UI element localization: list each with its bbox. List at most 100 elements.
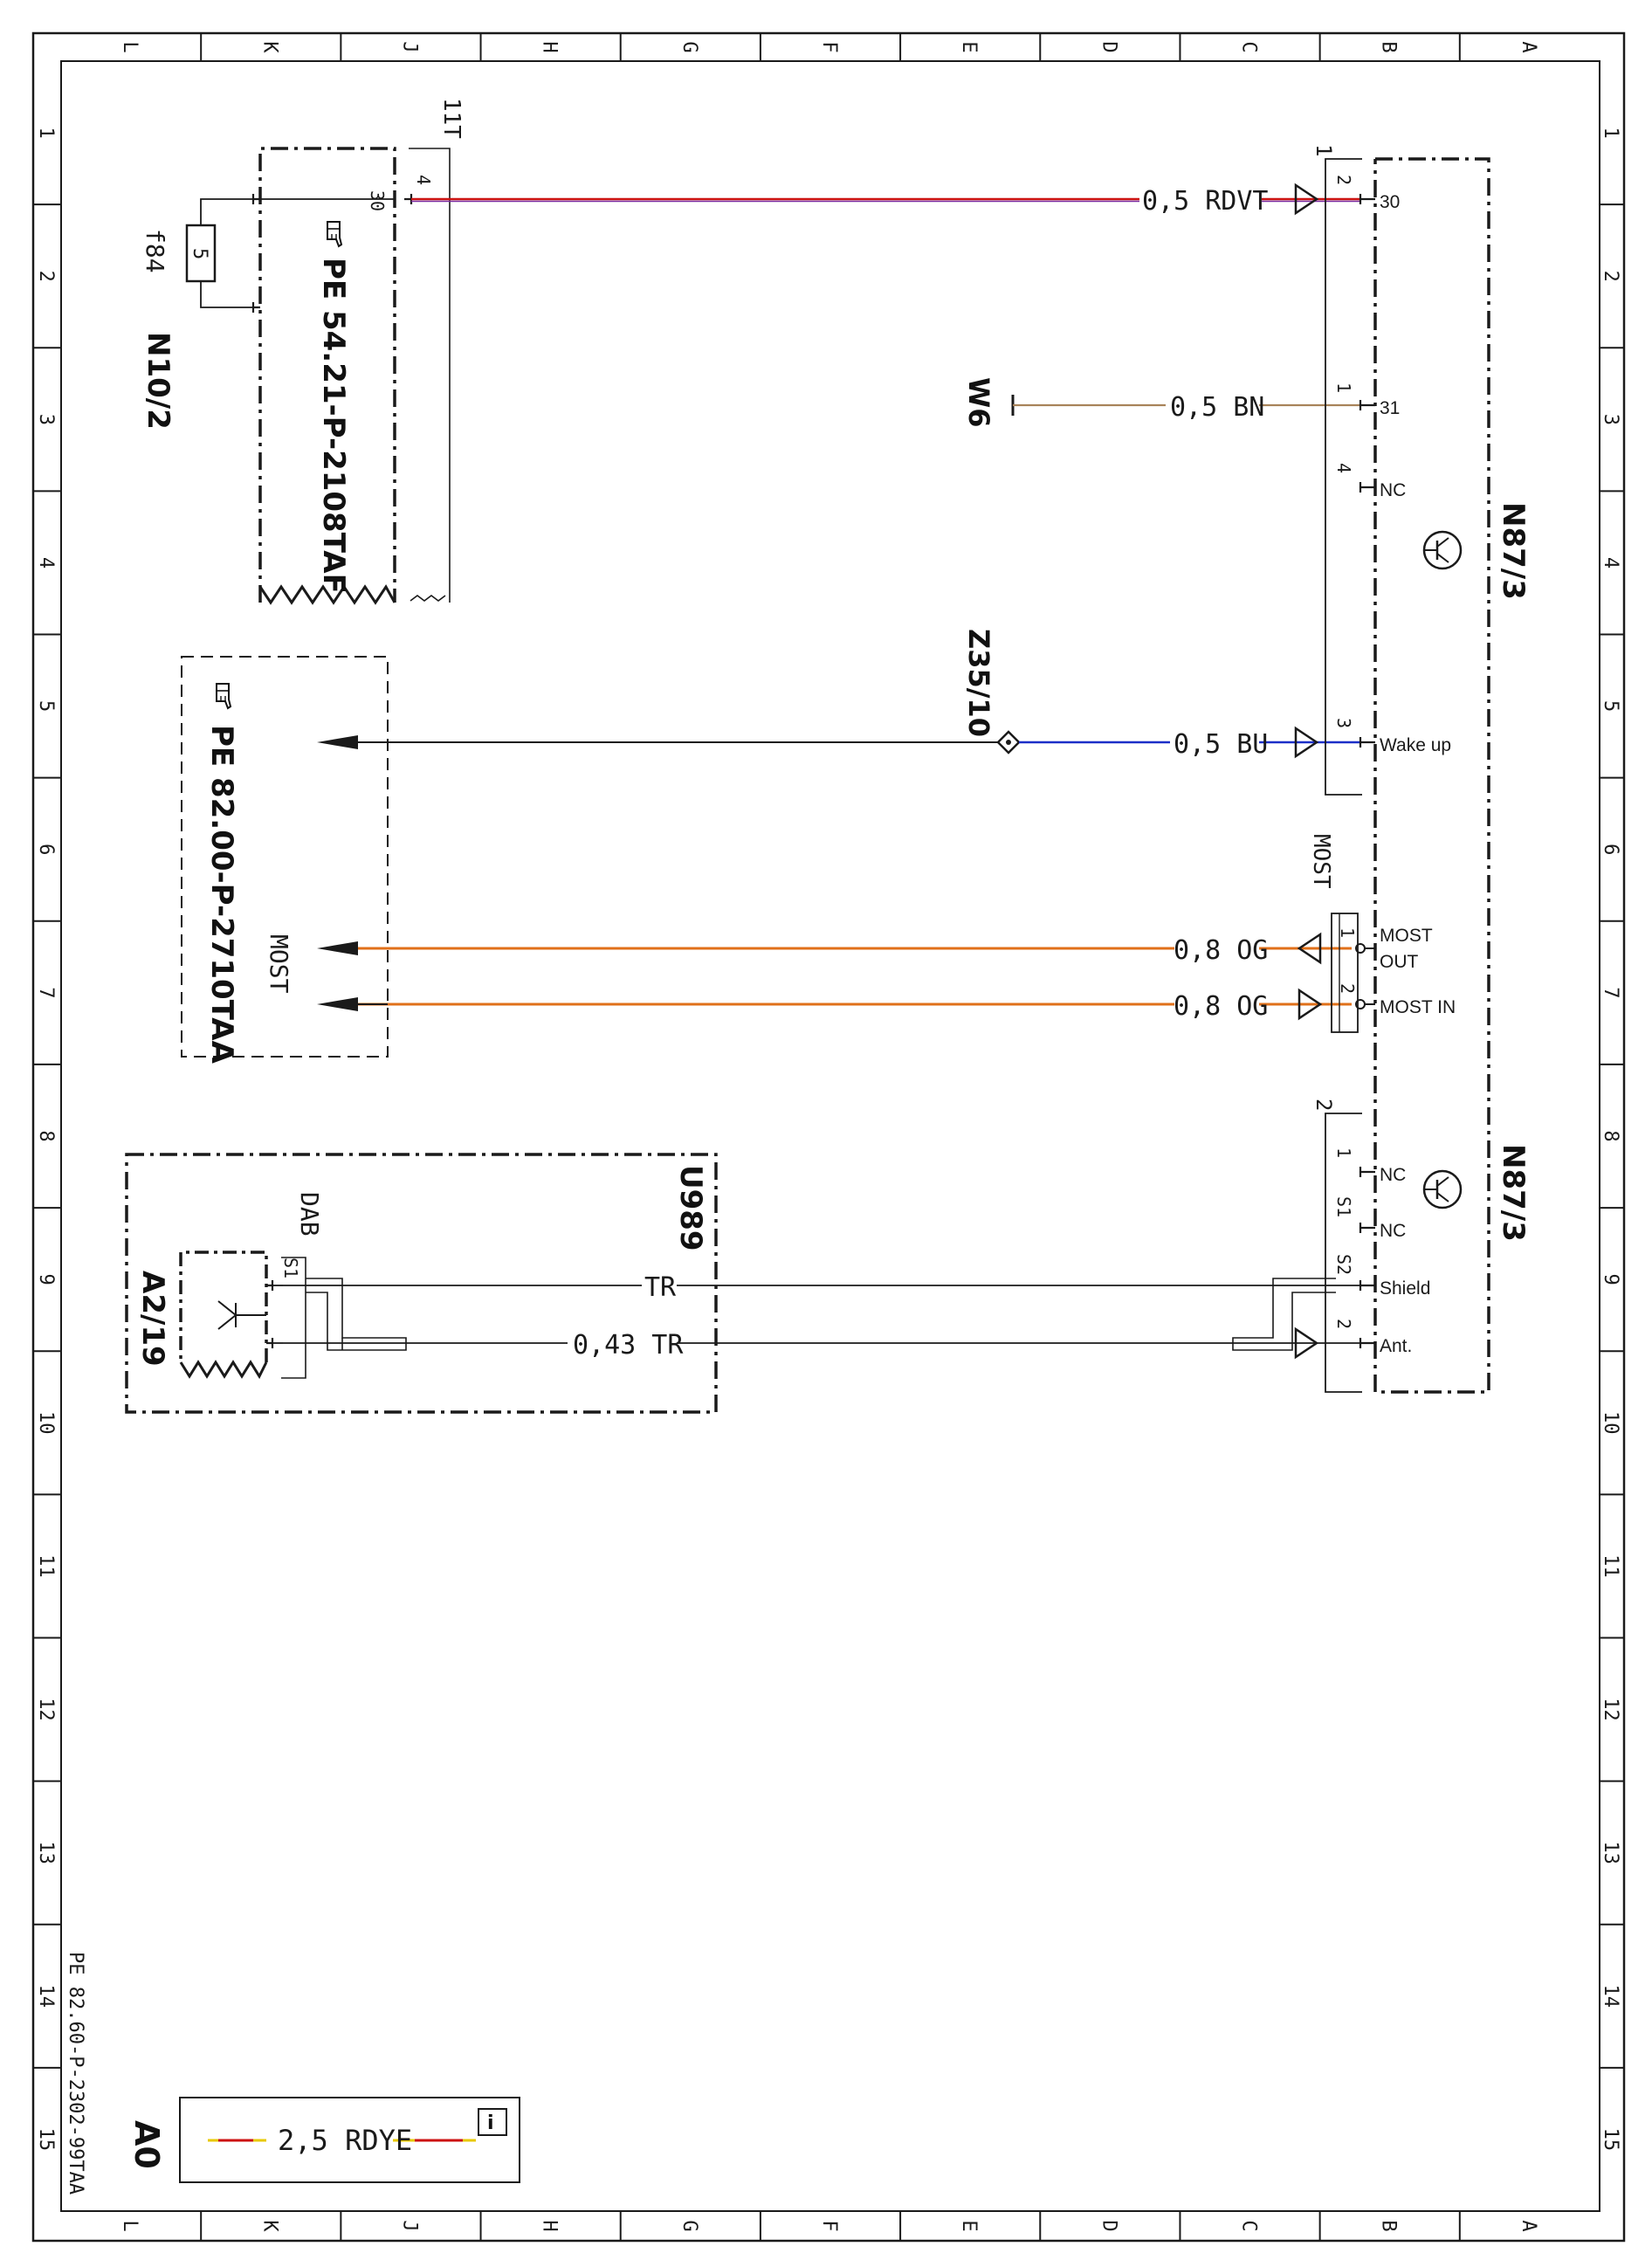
- grid-column-label: K: [258, 2220, 280, 2232]
- pointing-hand-icon: [327, 221, 343, 248]
- info-icon: [478, 2108, 507, 2136]
- grid-row-label: 11: [1600, 1554, 1621, 1578]
- a2-19-shield-pin: S1: [280, 1257, 301, 1278]
- wire-most-out-label: 0,8 OG: [1174, 935, 1268, 966]
- wire-shield-label: TR: [644, 1272, 677, 1303]
- grid-row-label: 6: [35, 844, 57, 855]
- transistor-icon: [1422, 1169, 1463, 1209]
- wire-31: [1011, 395, 1360, 416]
- pin-number: 1: [1337, 927, 1358, 938]
- connector-2-id: 2: [1311, 1099, 1336, 1111]
- grid-column-label: B: [1378, 2220, 1400, 2231]
- grid-row-label: 3: [1600, 414, 1621, 425]
- fuse-f84: [185, 224, 217, 283]
- n87-3-label-bottom: N87/3: [1496, 1144, 1531, 1242]
- grid-row-label: 12: [1600, 1698, 1621, 1721]
- n10-2-pin-30: 30: [367, 190, 388, 211]
- grid-row-label: 14: [1600, 1985, 1621, 2009]
- pin-number: 1: [1333, 382, 1354, 393]
- grid-column-label: A: [1518, 2220, 1539, 2231]
- grid-column-label: L: [119, 41, 141, 52]
- pin-label: NC: [1380, 480, 1406, 500]
- wire-ant-label: 0,43 TR: [573, 1330, 684, 1361]
- pin-number: S2: [1333, 1254, 1354, 1275]
- wire-most-in-label: 0,8 OG: [1174, 991, 1268, 1022]
- grid-column-label: B: [1378, 41, 1400, 52]
- grid-column-label: K: [258, 41, 280, 53]
- connector-most-id: MOST: [1308, 834, 1334, 889]
- grid-row-label: 3: [35, 414, 57, 425]
- grid-row-label: 11: [35, 1554, 57, 1578]
- grid-column-label: C: [1238, 2220, 1260, 2231]
- info-icon-glyph: i: [487, 2112, 494, 2134]
- pin-label: 31: [1380, 398, 1400, 418]
- grid-row-label: 9: [35, 1274, 57, 1285]
- a2-19-label: A2/19: [135, 1271, 170, 1367]
- grid-column-label: C: [1238, 41, 1260, 52]
- wire-legend-box: [179, 2097, 520, 2183]
- pin-number: S1: [1333, 1196, 1354, 1217]
- dab-label: DAB: [295, 1192, 324, 1237]
- wire-most-out: [317, 932, 1352, 965]
- grid-row-label: 4: [1600, 557, 1621, 568]
- grid-column-label: D: [1098, 41, 1119, 52]
- antenna-icon: [217, 1300, 266, 1330]
- grid-column-label: F: [818, 2220, 840, 2231]
- fuse-value: 5: [189, 248, 210, 259]
- grid-row-label: 15: [35, 2128, 57, 2152]
- grid-column-label: D: [1098, 2220, 1119, 2231]
- grid-column-label: J: [398, 41, 420, 52]
- wire-30: [411, 183, 1360, 216]
- grid-column-label: E: [958, 41, 980, 52]
- wire-ant: [283, 1326, 1360, 1360]
- connector-1-id: 1: [1311, 144, 1336, 156]
- grid-row-label: 15: [1600, 2128, 1621, 2152]
- grid-row-label: 2: [1600, 271, 1621, 282]
- grid-row-label: 5: [1600, 700, 1621, 712]
- grid-column-label: H: [539, 2220, 561, 2231]
- pin-number: 2: [1333, 175, 1354, 185]
- wire-most-in: [317, 988, 1352, 1021]
- grid-column-label: G: [678, 41, 700, 52]
- fuse-name: f84: [141, 229, 169, 273]
- grid-row-label: 10: [1600, 1411, 1621, 1435]
- wire-wake-up-label: 0,5 BU: [1174, 729, 1268, 760]
- pin-label: Ant.: [1380, 1336, 1412, 1356]
- grid-column-label: J: [398, 2220, 420, 2231]
- connector-11t: 11T: [438, 98, 465, 139]
- n87-3-label-top: N87/3: [1496, 502, 1531, 600]
- grid-row-label: 10: [35, 1411, 57, 1435]
- grid-column-label: F: [818, 41, 840, 52]
- u989-group: [125, 1153, 718, 1414]
- sheet-size-label: A0: [127, 2120, 166, 2169]
- pin-number: 4: [1333, 463, 1354, 473]
- u989-label: U989: [673, 1165, 708, 1251]
- pin-number: 2: [1333, 1319, 1354, 1329]
- grid-row-label: 7: [1600, 987, 1621, 998]
- pointing-hand-icon: [216, 683, 232, 710]
- grid-row-label: 4: [35, 557, 57, 568]
- grid-row-label: 1: [1600, 127, 1621, 138]
- grid-row-label: 13: [35, 1841, 57, 1864]
- n87-3-module: [1325, 157, 1490, 1394]
- pin-label: NC: [1380, 1221, 1406, 1241]
- most-reference-group: [181, 656, 389, 1058]
- n10-2-group: [185, 147, 451, 605]
- most-reference: PE 82.00-P-2710TAA: [204, 725, 239, 1065]
- pin-label: NC: [1380, 1165, 1406, 1185]
- grid-column-label: E: [958, 2220, 980, 2231]
- document-code: PE 82.60-P-2302-99TAA: [65, 1952, 86, 2195]
- pin-label: 30: [1380, 192, 1400, 212]
- coax-shield-left: [306, 1278, 407, 1351]
- grid-row-label: 2: [35, 271, 57, 282]
- wire-30-label: 0,5 RDVT: [1142, 186, 1269, 217]
- grid-row-label: 1: [35, 127, 57, 138]
- grid-row-label: 6: [1600, 844, 1621, 855]
- wire-31-label: 0,5 BN: [1170, 392, 1264, 423]
- w6-label: W6: [962, 377, 995, 428]
- connector-11t-pin: 4: [413, 175, 434, 185]
- grid-row-label: 9: [1600, 1274, 1621, 1285]
- n10-2-label: N10/2: [141, 332, 176, 430]
